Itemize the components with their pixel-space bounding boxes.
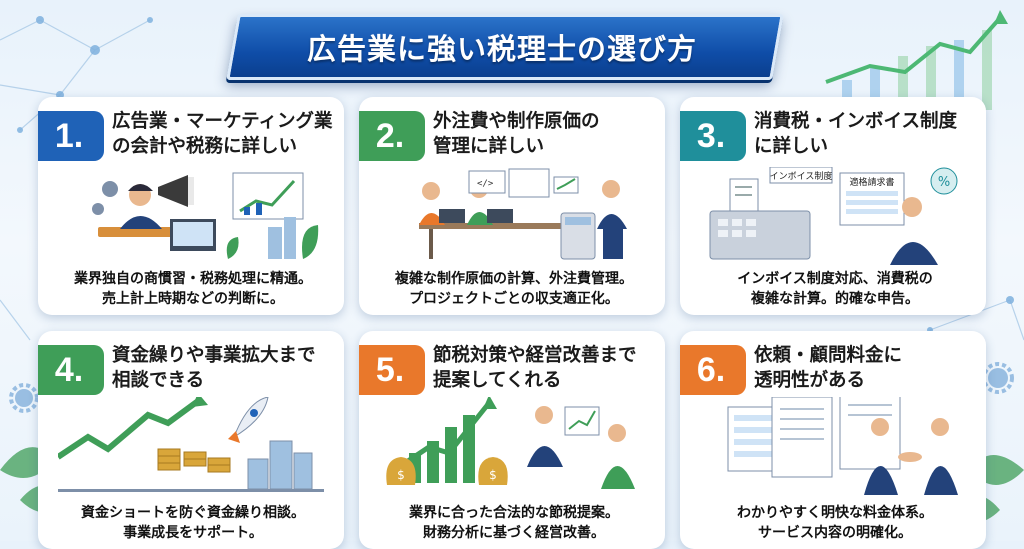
card-description: インボイス制度対応、消費税の 複雑な計算。的確な申告。: [737, 271, 933, 307]
svg-text:</>: </>: [477, 179, 494, 189]
document-icon: [727, 397, 901, 478]
card-heading: 広告業・マーケティング業 の会計や税務に詳しい: [112, 111, 333, 157]
card-heading: 依頼・顧問料金に 透明性がある: [754, 345, 903, 391]
card-2: 2. 外注費や制作原価の 管理に詳しい </> 複雑な制作原価の計算、外注費管理…: [359, 97, 665, 315]
growth-arrow-icon: [58, 397, 208, 460]
svg-text:%: %: [938, 175, 950, 190]
money-bag-icon: $ $: [386, 457, 508, 485]
svg-text:$: $: [489, 468, 497, 482]
card-description: わかりやすく明快な料金体系。 サービス内容の明確化。: [737, 505, 933, 541]
chart-icon: [564, 406, 600, 436]
card-number: 4.: [38, 345, 104, 395]
tax-saving-illustration: $ $: [386, 397, 635, 489]
svg-text:適格請求書: 適格請求書: [849, 176, 894, 188]
card-4: 4. 資金繰りや事業拡大まで 相談できる 資金ショートを防ぐ資金繰り相談。 事業…: [38, 331, 344, 549]
card-heading: 節税対策や経営改善まで 提案してくれる: [433, 345, 637, 391]
svg-text:$: $: [397, 468, 405, 482]
receipt-icon: [729, 178, 759, 214]
megaphone-icon: [158, 175, 194, 207]
rocket-icon: [228, 397, 269, 443]
gear-icon: [92, 181, 118, 215]
card-number: 6.: [680, 345, 746, 395]
page-title: 広告業に強い税理士の選び方: [306, 32, 697, 66]
card-description: 業界独自の商慣習・税務処理に精通。 売上計上時期などの判断に。: [74, 271, 312, 307]
percent-icon: %: [930, 167, 958, 195]
laptop-icon: [439, 209, 513, 223]
chart-icon: [232, 172, 304, 220]
card-number: 5.: [359, 345, 425, 395]
card-number: 3.: [680, 111, 746, 161]
leaf-icon: [226, 225, 319, 259]
card-number: 2.: [359, 111, 425, 161]
invoice-illustration: インボイス制度 適格請求書 %: [709, 167, 958, 265]
card-5: 5. 節税対策や経営改善まで 提案してくれる $ $ 業界に合った合法的な節税提…: [359, 331, 665, 549]
office-team-illustration: </>: [419, 168, 627, 260]
marketing-illustration: [92, 172, 319, 259]
card-heading: 資金繰りや事業拡大まで 相談できる: [112, 345, 316, 391]
card-heading: 外注費や制作原価の 管理に詳しい: [433, 111, 600, 157]
growth-illustration: [58, 397, 324, 492]
handshake-icon: [898, 452, 922, 462]
contract-illustration: [727, 397, 958, 495]
card-number: 1.: [38, 111, 104, 161]
card-description: 業界に合った合法的な節税提案。 財務分析に基づく経営改善。: [409, 505, 619, 541]
card-description: 複雑な制作原価の計算、外注費管理。 プロジェクトごとの収支適正化。: [395, 271, 633, 307]
coins-icon: [157, 448, 231, 473]
svg-text:インボイス制度: インボイス制度: [770, 170, 833, 182]
card-1: 1. 広告業・マーケティング業 の会計や税務に詳しい 業界独自の商慣習・税務処理…: [38, 97, 344, 315]
card-6: 6. 依頼・顧問料金に 透明性がある わかりやすく明快な料金体系。 サービス内容…: [680, 331, 986, 549]
card-heading: 消費税・インボイス制度 に詳しい: [754, 111, 957, 157]
card-3: 3. 消費税・インボイス制度 に詳しい インボイス制度 適格請求書 % インボイ…: [680, 97, 986, 315]
card-description: 資金ショートを防ぐ資金繰り相談。 事業成長をサポート。: [81, 505, 305, 541]
calculator-icon: [560, 212, 596, 260]
